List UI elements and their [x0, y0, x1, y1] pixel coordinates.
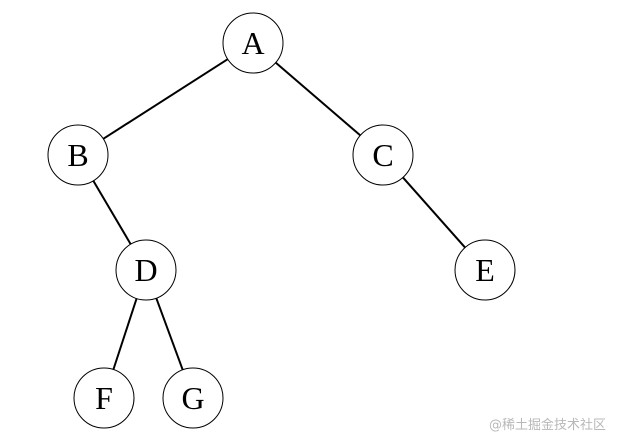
edge-a-b	[102, 58, 229, 140]
edge-d-g	[155, 297, 184, 371]
edge-d-f	[112, 298, 138, 370]
watermark-text: @稀土掘金技术社区	[488, 418, 606, 433]
node-label: G	[181, 380, 204, 416]
edge-c-e	[402, 176, 466, 249]
edge-b-d	[92, 180, 132, 245]
tree-edges	[92, 58, 466, 371]
edge-a-c	[275, 61, 361, 137]
node-circle	[352, 124, 414, 186]
node-circle	[454, 239, 516, 301]
node-circle	[73, 367, 135, 429]
node-circle	[47, 124, 109, 186]
tree-node-g: G	[162, 367, 224, 429]
node-label: C	[372, 137, 393, 173]
tree-node-a: A	[222, 12, 284, 74]
node-label: A	[241, 25, 264, 61]
node-label: F	[95, 380, 113, 416]
node-label: B	[67, 137, 88, 173]
node-label: D	[134, 252, 157, 288]
tree-node-e: E	[454, 239, 516, 301]
node-circle	[222, 12, 284, 74]
tree-node-d: D	[115, 239, 177, 301]
node-label: E	[475, 252, 495, 288]
tree-node-c: C	[352, 124, 414, 186]
tree-node-f: F	[73, 367, 135, 429]
node-circle	[162, 367, 224, 429]
tree-node-b: B	[47, 124, 109, 186]
node-circle	[115, 239, 177, 301]
